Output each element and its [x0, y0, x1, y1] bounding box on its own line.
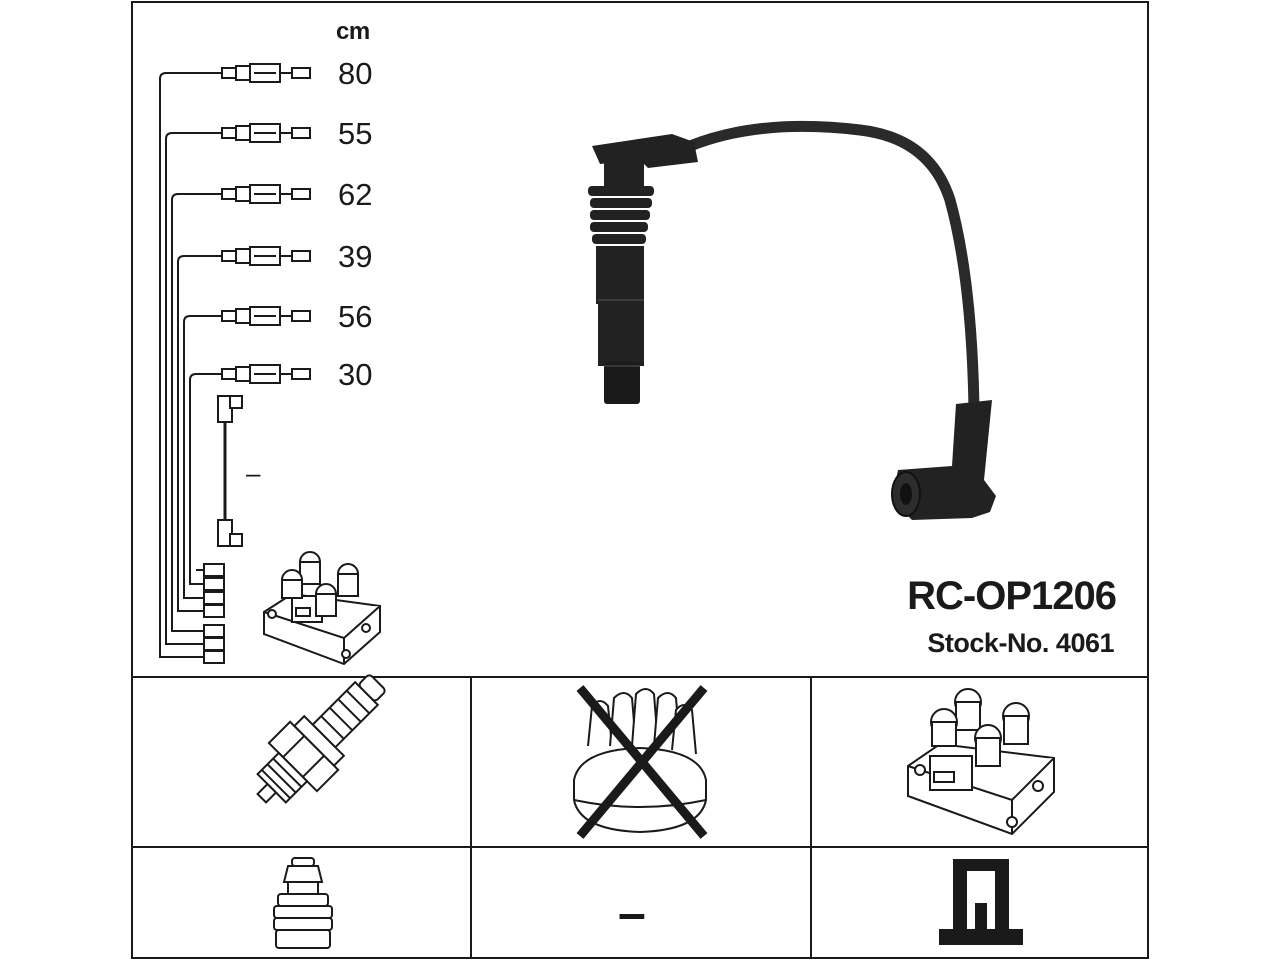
- wire-connectors: [203, 63, 311, 664]
- wire-length-3: 62: [338, 177, 373, 212]
- plug-connector-icon: [273, 857, 333, 949]
- coil-wire-length: –: [246, 458, 261, 488]
- wire-length-1: 80: [338, 56, 373, 91]
- distributor-cap-not-applicable-icon: [573, 685, 708, 839]
- spark-plug-icon: [256, 674, 386, 804]
- ignition-lead-drawing: [588, 120, 996, 520]
- wire-length-5: 56: [338, 299, 373, 334]
- product-code: RC-OP1206: [907, 574, 1117, 618]
- unit-label: cm: [336, 18, 370, 45]
- coil-connector-icon: [939, 859, 1023, 945]
- wiring-schematic: [159, 72, 222, 658]
- wire-length-4: 39: [338, 239, 373, 274]
- ignition-coil-icon: [907, 688, 1055, 836]
- center-connector-none: –: [618, 885, 646, 941]
- wire-length-6: 30: [338, 357, 373, 392]
- wire-length-2: 55: [338, 116, 373, 151]
- coil-pack-small-icon: [263, 551, 381, 666]
- coil-wire-drawing: [217, 395, 243, 547]
- stock-number: Stock-No. 4061: [927, 628, 1114, 658]
